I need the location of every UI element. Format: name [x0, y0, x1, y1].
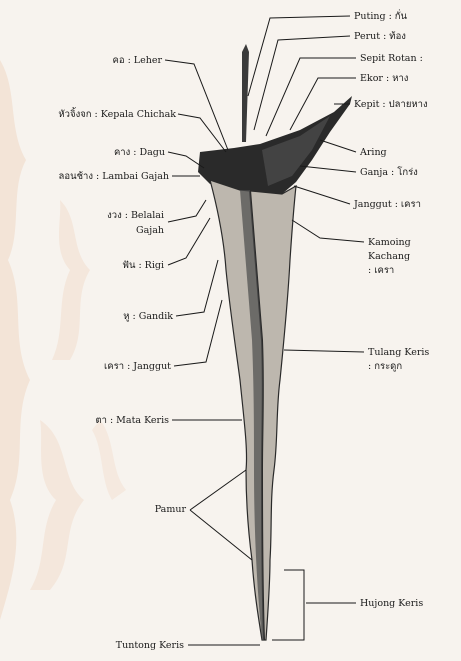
label-perut: Perut : ท้อง	[354, 31, 406, 42]
label-kamoing-kachang-line2: Kachang	[368, 251, 410, 262]
label-ganja: Ganja : โกร่ง	[360, 167, 418, 178]
label-hujong-keris: Hujong Keris	[360, 598, 423, 609]
label-ekor: Ekor : หาง	[360, 73, 408, 84]
background-ornament	[0, 60, 126, 620]
label-gandik: หู : Gandik	[60, 311, 173, 322]
label-puting: Puting : กั่น	[354, 11, 407, 22]
label-pamur: Pamur	[100, 504, 186, 515]
label-sepit-rotan: Sepit Rotan :	[360, 53, 423, 64]
label-dagu: คาง : Dagu	[60, 147, 165, 158]
label-leher: คอ : Leher	[80, 55, 162, 66]
label-belalai-gajah: งวง : Belalai	[60, 210, 164, 221]
label-kamoing-kachang-line3: : เครา	[368, 265, 394, 276]
label-mata-keris: ตา : Mata Keris	[40, 415, 169, 426]
label-kepit: Kepit : ปลายหาง	[354, 99, 428, 110]
label-kepala-chichak: หัวจิ้งจก : Kepala Chichak	[0, 109, 176, 120]
label-belalai-gajah-line2: Gajah	[60, 225, 164, 236]
label-lambai-gajah: ลอนช้าง : Lambai Gajah	[0, 171, 169, 182]
label-janggut-right: Janggut : เครา	[354, 199, 421, 210]
label-kamoing-kachang: Kamoing	[368, 237, 411, 248]
keris-tang	[242, 44, 249, 142]
label-janggut-left: เครา : Janggut	[40, 361, 171, 372]
label-aring: Aring	[360, 147, 387, 158]
label-tulang-keris: Tulang Keris	[368, 347, 429, 358]
label-tulang-keris-line2: : กระดูก	[368, 361, 402, 372]
label-rigi: ฟัน : Rigi	[60, 260, 164, 271]
label-tuntong-keris: Tuntong Keris	[60, 640, 184, 651]
